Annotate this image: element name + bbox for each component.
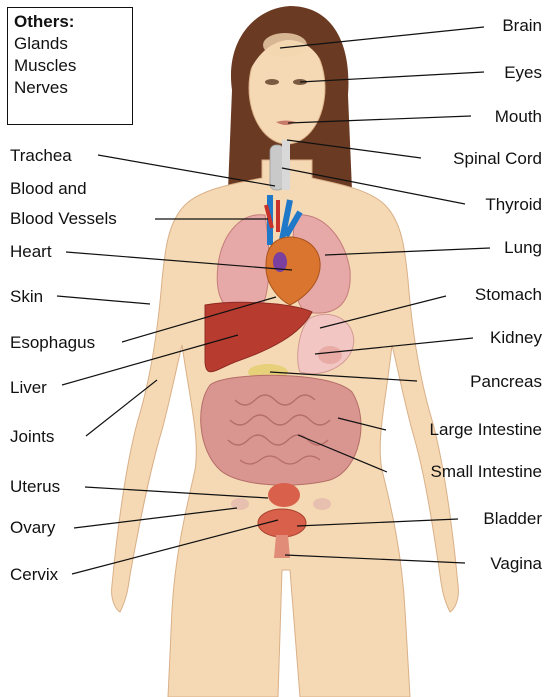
intestines [201,375,361,485]
label-heart: Heart [10,242,52,261]
body-illustration [112,6,459,697]
label-uterus: Uterus [10,477,60,496]
label-eyes: Eyes [504,63,542,82]
label-skin: Skin [10,287,43,306]
others-box: Others: Glands Muscles Nerves [7,7,133,125]
label-liver: Liver [10,378,47,397]
others-item-muscles: Muscles [14,55,126,77]
others-item-glands: Glands [14,33,126,55]
label-pancreas: Pancreas [470,372,542,391]
left-eye [265,79,279,85]
others-item-nerves: Nerves [14,77,126,99]
uterus-organ [268,483,300,507]
label-thyroid: Thyroid [485,195,542,214]
label-vagina: Vagina [490,554,542,573]
others-title: Others: [14,11,126,33]
brain-organ [263,33,307,57]
label-ovary: Ovary [10,518,56,537]
label-cervix: Cervix [10,565,59,584]
label-kidney: Kidney [490,328,542,347]
kidney-organ [318,346,342,364]
label-mouth: Mouth [495,107,542,126]
label-spinal-cord: Spinal Cord [453,149,542,168]
trachea-organ [270,145,284,190]
leader-skin [57,296,150,304]
label-small-intestine: Small Intestine [431,462,543,481]
label-blood-vessels-line2: Blood Vessels [10,209,117,228]
label-stomach: Stomach [475,285,542,304]
label-esophagus: Esophagus [10,333,95,352]
label-brain: Brain [502,16,542,35]
label-large-intestine: Large Intestine [430,420,542,439]
label-lung: Lung [504,238,542,257]
label-trachea: Trachea [10,146,72,165]
label-blood-vessels-line1: Blood and [10,179,87,198]
spinal-cord-organ [282,140,290,190]
label-bladder: Bladder [483,509,542,528]
right-ovary [313,498,331,510]
label-joints: Joints [10,427,54,446]
